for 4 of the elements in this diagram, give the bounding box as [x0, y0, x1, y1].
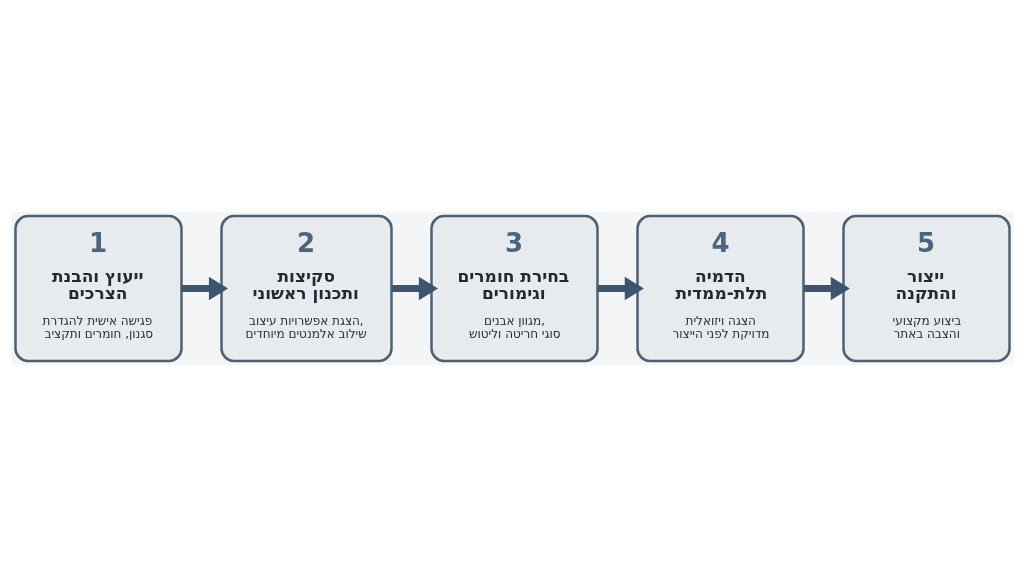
- arrow: [181, 276, 228, 300]
- arrow: [597, 276, 644, 300]
- arrow: [391, 276, 438, 300]
- arrow: [803, 276, 850, 300]
